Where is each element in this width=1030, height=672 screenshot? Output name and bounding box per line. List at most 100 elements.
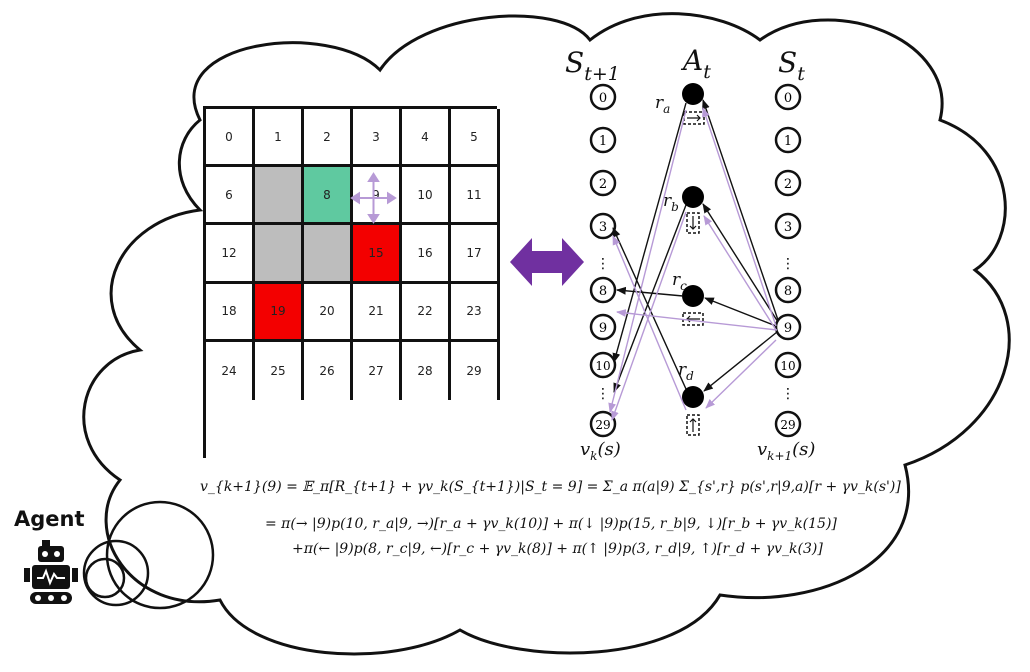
- action-node-up: [682, 386, 704, 408]
- grid-cell: 18: [206, 283, 255, 342]
- robot-icon: [24, 540, 78, 604]
- thought-bubble-medium: [82, 539, 150, 607]
- purple-arrow: [703, 215, 777, 331]
- grid-cell: 24: [206, 341, 255, 400]
- transition-arrow: [612, 227, 687, 390]
- left-ellipsis: ⋮: [596, 386, 610, 402]
- right-state-node: [774, 212, 802, 240]
- col-right-title: St: [778, 46, 805, 85]
- grid-cell: 1: [255, 109, 304, 168]
- action-up-glyph: [686, 414, 700, 436]
- policy-arrows: [702, 99, 779, 392]
- thought-bubble-small: [84, 557, 126, 599]
- left-state-label: 9: [599, 321, 607, 336]
- right-state-label: 9: [784, 321, 792, 336]
- left-state-node: [589, 169, 617, 197]
- right-state-label: 29: [780, 418, 795, 432]
- right-state-label: 3: [784, 220, 792, 235]
- right-state-node: [774, 169, 802, 197]
- left-state-column: 0 1 2 3 ⋮ 8 9 10 ⋮ 29: [589, 83, 617, 438]
- grid-cell: [255, 167, 304, 226]
- right-state-label: 0: [784, 91, 792, 106]
- grid-cell: 3: [353, 109, 402, 168]
- left-state-node: [589, 276, 617, 304]
- grid-cell: 6: [206, 167, 255, 226]
- grid-cell: 19: [255, 283, 304, 342]
- right-state-label: 8: [784, 284, 792, 299]
- purple-arrow: [616, 309, 778, 331]
- grid-cell: 23: [451, 283, 500, 342]
- right-state-node: [774, 276, 802, 304]
- right-state-column: 0 1 2 3 ⋮ 8 9 10 ⋮ 29: [774, 83, 802, 438]
- right-state-label: 1: [784, 134, 792, 149]
- grid-cell: 16: [402, 225, 451, 284]
- grid-cell: [304, 225, 353, 284]
- purple-arrow: [705, 339, 777, 409]
- grid-cell: 8: [304, 167, 353, 226]
- left-state-label: 10: [595, 359, 610, 373]
- grid-cell: 20: [304, 283, 353, 342]
- right-state-label: 10: [780, 359, 795, 373]
- policy-arrow: [702, 203, 779, 323]
- left-state-node: [589, 126, 617, 154]
- grid-cell: 0: [206, 109, 255, 168]
- right-arrow-icon: [687, 114, 701, 122]
- purple-arrow: [608, 109, 687, 413]
- purple-arrow: [612, 235, 687, 411]
- agent-label: Agent: [14, 507, 85, 531]
- grid-cell: 11: [451, 167, 500, 226]
- grid-cell: 10: [402, 167, 451, 226]
- action-column: [682, 83, 705, 436]
- transition-arrows: [612, 102, 687, 393]
- right-state-node: [774, 126, 802, 154]
- right-state-node: [774, 313, 802, 341]
- grid-cell: [255, 225, 304, 284]
- col-mid-title: At: [680, 44, 711, 83]
- policy-arrow: [704, 297, 777, 327]
- grid-cell: 15: [353, 225, 402, 284]
- transition-arrow: [616, 286, 684, 297]
- down-arrow-icon: [689, 216, 697, 230]
- transition-arrow: [613, 204, 687, 393]
- up-arrow-icon: [689, 418, 697, 432]
- right-state-node: [774, 410, 802, 438]
- grid-cell: 28: [402, 341, 451, 400]
- right-state-node: [774, 83, 802, 111]
- left-arrow-icon: [686, 315, 700, 323]
- left-state-label: 29: [595, 418, 610, 432]
- grid-cell: 29: [451, 341, 500, 400]
- left-state-label: 3: [599, 220, 607, 235]
- left-state-label: 1: [599, 134, 607, 149]
- double-arrow-icon: [510, 238, 584, 286]
- right-ellipsis: ⋮: [781, 256, 795, 272]
- action-node-down: [682, 186, 704, 208]
- col-left-title: St+1: [565, 46, 620, 85]
- grid-cell: 2: [304, 109, 353, 168]
- right-state-label: 2: [784, 177, 792, 192]
- transition-arrow: [612, 102, 687, 363]
- grid-cell: 25: [255, 341, 304, 400]
- right-state-node: [774, 351, 802, 379]
- left-ellipsis: ⋮: [596, 256, 610, 272]
- grid-cell: 27: [353, 341, 402, 400]
- left-state-node: [589, 212, 617, 240]
- right-value-label: vk+1(s): [757, 439, 815, 463]
- left-state-node: [589, 410, 617, 438]
- left-value-label: vk(s): [580, 439, 621, 463]
- equation-line-1: v_{k+1}(9) = 𝔼_π[R_{t+1} + γv_k(S_{t+1})…: [200, 479, 901, 495]
- left-state-node: [589, 83, 617, 111]
- left-state-label: 2: [599, 177, 607, 192]
- left-state-node: [589, 313, 617, 341]
- right-ellipsis: ⋮: [781, 386, 795, 402]
- purple-arrow: [702, 107, 777, 327]
- grid-cell: 26: [304, 341, 353, 400]
- grid-cell: 21: [353, 283, 402, 342]
- purple-arrows: [608, 107, 778, 421]
- grid-cell: 4: [402, 109, 451, 168]
- grid-cell: 22: [402, 283, 451, 342]
- left-state-label: 8: [599, 284, 607, 299]
- action-node-left: [682, 285, 704, 307]
